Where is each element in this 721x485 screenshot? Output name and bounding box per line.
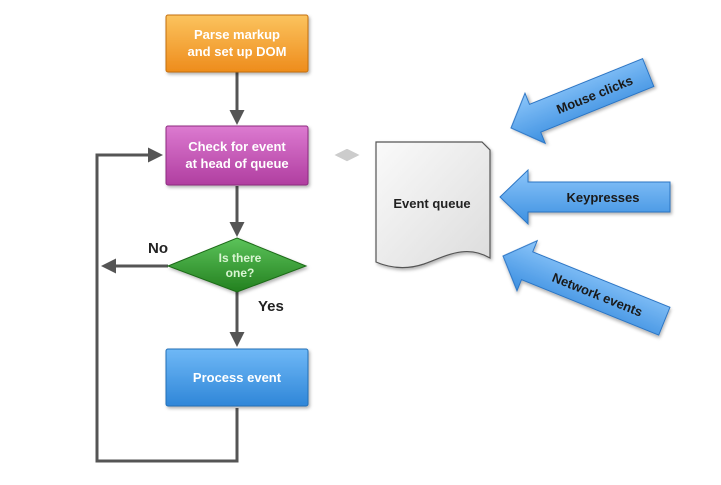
decision-diamond: Is there one? <box>166 237 308 293</box>
decision-label-line2: one? <box>226 266 255 280</box>
keypresses-arrow: Keypresses <box>499 168 671 226</box>
check-event-label-line1: Check for event <box>188 139 286 154</box>
decision-label-line1: Is there <box>219 251 262 265</box>
event-queue-label: Event queue <box>393 196 470 211</box>
parse-markup-label-line2: and set up DOM <box>188 44 287 59</box>
yes-label: Yes <box>258 298 284 315</box>
check-event-box: Check for event at head of queue <box>165 125 309 186</box>
mouse-clicks-arrow: Mouse clicks <box>510 57 655 145</box>
no-label: No <box>148 240 168 257</box>
parse-markup-box: Parse markup and set up DOM <box>165 14 309 73</box>
keypresses-label: Keypresses <box>567 190 640 205</box>
network-events-arrow: Network events <box>502 239 671 336</box>
process-event-label: Process event <box>193 370 282 385</box>
connector-loop-back <box>95 147 239 463</box>
event-queue-document: Event queue <box>375 141 491 269</box>
check-event-label-line2: at head of queue <box>185 156 288 171</box>
parse-markup-label-line1: Parse markup <box>194 27 280 42</box>
process-event-box: Process event <box>165 348 309 407</box>
